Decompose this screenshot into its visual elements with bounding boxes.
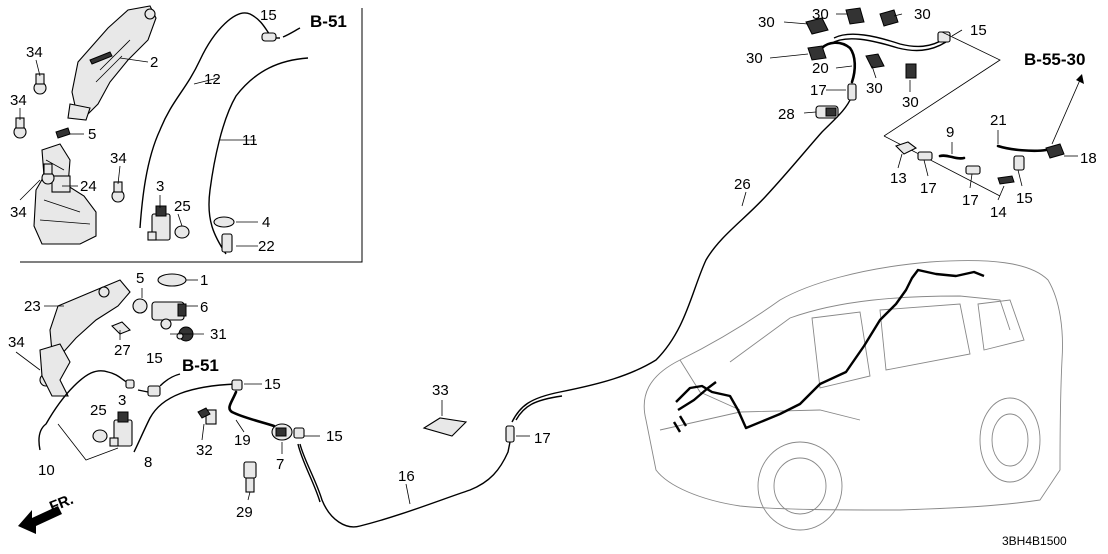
label-30e: 30 — [866, 80, 883, 97]
label-30b: 30 — [812, 6, 829, 23]
cap-4 — [213, 216, 235, 228]
label-28: 28 — [778, 106, 795, 123]
ref-b5530: B-55-30 — [1024, 50, 1085, 69]
label-14: 14 — [990, 204, 1007, 221]
diagram-code: 3BH4B1500 — [1002, 534, 1067, 548]
label-15c: 15 — [264, 376, 281, 393]
label-3a: 3 — [156, 178, 164, 195]
nozzle-7 — [271, 423, 293, 441]
label-3b: 3 — [118, 392, 126, 409]
label-33: 33 — [432, 382, 449, 399]
label-20: 20 — [812, 60, 829, 77]
bolt-34 — [13, 73, 125, 387]
label-9: 9 — [946, 124, 954, 141]
joint-17a — [847, 83, 857, 101]
label-15e: 15 — [326, 428, 343, 445]
label-23: 23 — [24, 298, 41, 315]
grommet-25b — [92, 429, 108, 443]
label-24: 24 — [80, 178, 97, 195]
sensor-29 — [243, 461, 257, 493]
filter-22 — [221, 233, 233, 253]
inset-frame — [20, 8, 363, 263]
label-7: 7 — [276, 456, 284, 473]
front-direction-arrow — [18, 506, 62, 534]
grommet-1 — [157, 273, 187, 287]
label-31: 31 — [210, 326, 227, 343]
washer-5b — [132, 298, 148, 314]
label-21: 21 — [990, 112, 1007, 129]
hose-16 — [299, 441, 511, 528]
label-25b: 25 — [90, 402, 107, 419]
label-10: 10 — [38, 462, 55, 479]
label-34c: 34 — [10, 204, 27, 221]
label-15d: 15 — [970, 22, 987, 39]
label-30d: 30 — [746, 50, 763, 67]
label-15b: 15 — [146, 350, 163, 367]
label-4: 4 — [262, 214, 270, 231]
front-direction-label: FR. — [47, 491, 76, 516]
label-27: 27 — [114, 342, 131, 359]
joint-15c — [231, 379, 243, 391]
label-17d: 17 — [534, 430, 551, 447]
label-1: 1 — [200, 272, 208, 289]
ref-b51-top: B-51 — [310, 12, 347, 31]
b5530-arrow — [1076, 74, 1084, 84]
part-labels: 2 34 34 5 24 34 34 3 25 4 22 12 11 15 B-… — [8, 6, 1097, 548]
label-15a: 15 — [260, 7, 277, 24]
label-34d: 34 — [110, 150, 127, 167]
label-8: 8 — [144, 454, 152, 471]
label-5b: 5 — [136, 270, 144, 287]
hose-12 — [139, 12, 273, 229]
right-nozzle-group — [894, 141, 1065, 185]
pad-33 — [422, 417, 468, 437]
grommet-25a — [174, 225, 190, 239]
washer-tank-upper — [67, 5, 157, 121]
label-34e: 34 — [8, 334, 25, 351]
label-11: 11 — [242, 132, 258, 149]
washer-tank-23 — [39, 279, 131, 397]
hose-11 — [208, 57, 309, 255]
ref-b51-mid: B-51 — [182, 356, 219, 375]
label-30f: 30 — [902, 94, 919, 111]
label-34b: 34 — [10, 92, 27, 109]
label-30c: 30 — [914, 6, 931, 23]
label-26: 26 — [734, 176, 751, 193]
label-22: 22 — [258, 238, 275, 255]
label-32: 32 — [196, 442, 213, 459]
spring-clip-5a — [55, 127, 71, 139]
label-17b: 17 — [920, 180, 937, 197]
label-13: 13 — [890, 170, 907, 187]
vehicle-outline — [643, 260, 1063, 531]
hose-26 — [511, 95, 853, 423]
washer-pump-3a — [147, 205, 171, 241]
joint-17d — [505, 425, 515, 443]
label-16: 16 — [398, 468, 415, 485]
label-18: 18 — [1080, 150, 1097, 167]
label-34a: 34 — [26, 44, 43, 61]
label-17c: 17 — [962, 192, 979, 209]
hose-19 — [228, 390, 276, 428]
label-15f: 15 — [1016, 190, 1033, 207]
label-17a: 17 — [810, 82, 827, 99]
joint-15e — [293, 427, 305, 439]
label-25a: 25 — [174, 198, 191, 215]
clip-30-set — [805, 7, 917, 79]
hose-10 — [38, 370, 131, 451]
label-6: 6 — [200, 299, 208, 316]
label-30a: 30 — [758, 14, 775, 31]
label-29: 29 — [236, 504, 253, 521]
joint-15b — [937, 31, 951, 43]
hose-8 — [133, 383, 237, 453]
label-19: 19 — [234, 432, 251, 449]
leader-lines — [15, 13, 1078, 505]
label-5a: 5 — [88, 126, 96, 143]
pump-6 — [151, 301, 187, 330]
hose-20 — [820, 41, 857, 84]
label-2: 2 — [150, 54, 158, 71]
clip-28 — [815, 105, 839, 119]
clip-27 — [111, 321, 131, 335]
washer-hose-on-vehicle — [675, 268, 985, 430]
washer-pump-3b — [109, 411, 133, 447]
